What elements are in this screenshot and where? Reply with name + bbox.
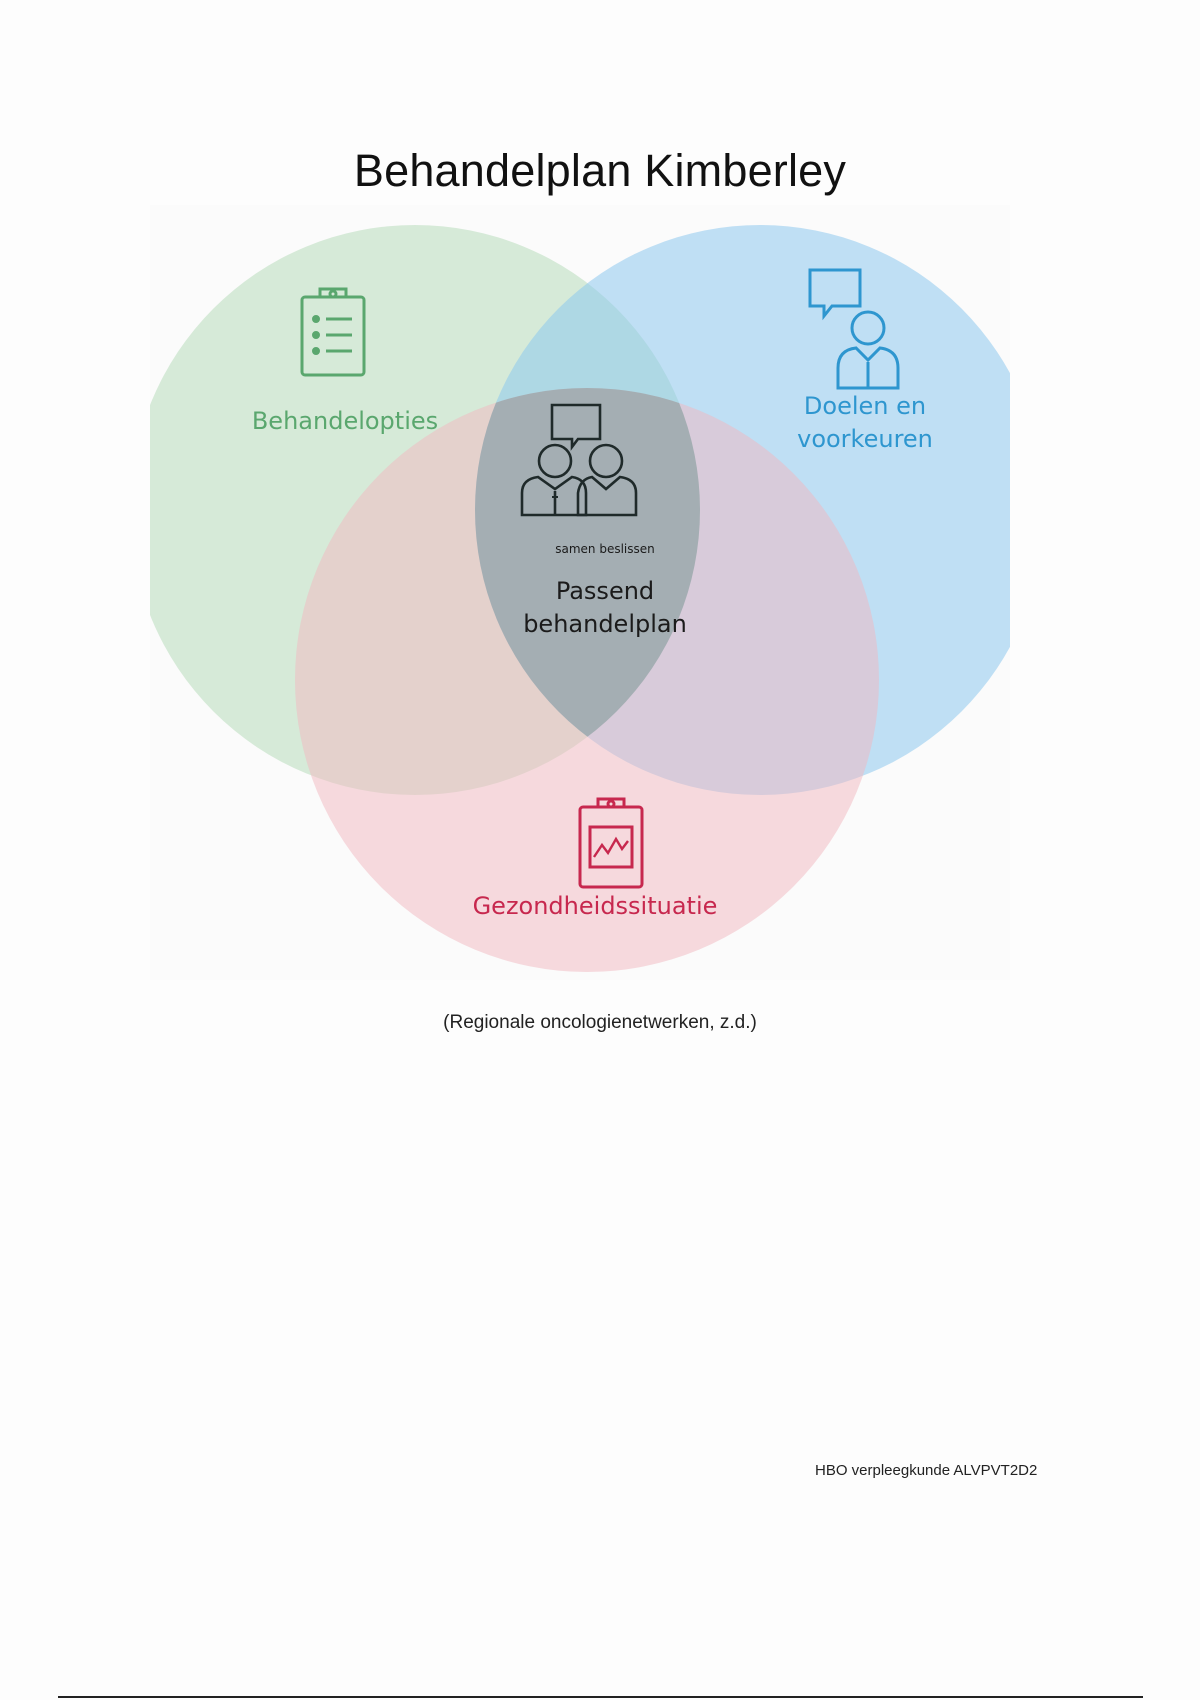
footer-note: HBO verpleegkunde ALVPVT2D2 bbox=[815, 1462, 1038, 1479]
set-label-behandelopties: Behandelopties bbox=[251, 407, 439, 435]
center-icon-caption: samen beslissen bbox=[555, 542, 655, 556]
venn-graphic bbox=[150, 225, 1010, 972]
set-label-doelen: Doelen en voorkeuren bbox=[797, 392, 933, 453]
venn-center-overlap bbox=[475, 388, 700, 795]
two-people-speech-icon bbox=[520, 403, 638, 517]
venn-circle-gezondheid bbox=[295, 388, 879, 972]
bottom-rule bbox=[58, 1696, 1143, 1698]
center-label: Passend behandelplan bbox=[523, 577, 687, 638]
person-speech-icon bbox=[808, 268, 900, 390]
venn-diagram: Behandelopties Doelen en voorkeuren Gezo… bbox=[150, 205, 1010, 980]
clipboard-list-icon bbox=[300, 287, 366, 377]
page-title: Behandelplan Kimberley bbox=[353, 145, 847, 196]
figure-caption: (Regionale oncologienetwerken, z.d.) bbox=[443, 1012, 757, 1033]
set-label-gezondheid: Gezondheidssituatie bbox=[472, 892, 718, 920]
clipboard-chart-icon bbox=[578, 797, 644, 889]
